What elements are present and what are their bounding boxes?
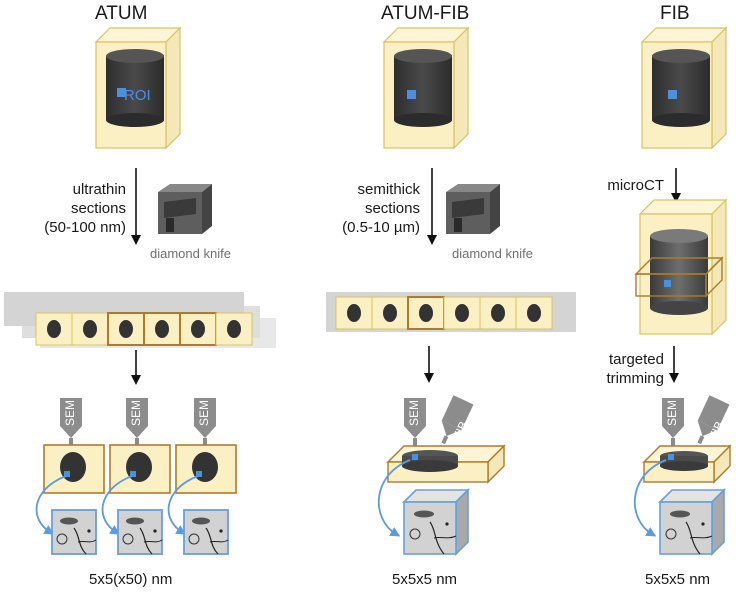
diamond-knife-label: diamond knife [150,246,231,261]
roi-marker [407,90,416,99]
column-title-fib: FIB [660,3,690,24]
em-image-tile [117,509,163,555]
sample-block-icon [641,27,727,149]
fib-step-trimming: targeted trimming [606,351,664,387]
fib-step-microct: microCT [607,177,664,194]
sample-block-icon [383,27,469,149]
em-image-tile [183,509,229,555]
sem-label: SEM [665,399,679,426]
sem-label: SEM [63,399,77,426]
sem-label: SEM [197,399,211,426]
em-volume-icon [403,489,469,555]
resolution-fib: 5x5x5 nm [645,571,711,588]
column-title-atum: ATUM [95,3,148,24]
fib-column-icon [689,395,730,449]
diamond-knife-icon [446,184,500,234]
resolution-atum: 5x5(x50) nm [89,571,173,588]
atumfib-section-row [335,296,553,330]
em-volume-icon [659,489,725,555]
resolution-atum-fib: 5x5x5 nm [392,571,458,588]
atum-step-label: ultrathin sections (50-100 nm) [44,181,126,236]
diamond-knife-label: diamond knife [452,246,533,261]
atum-section-row [35,312,253,346]
roi-label: ROI [124,87,151,104]
roi-marker [668,90,677,99]
atumfib-step-label: semithick sections (0.5-10 µm) [342,181,420,236]
microct-block [634,198,728,336]
column-title-atum-fib: ATUM-FIB [381,3,470,24]
em-image-tile [51,509,97,555]
roi-marker [117,88,126,97]
sem-label: SEM [407,399,421,426]
fib-column-icon [433,395,474,449]
sem-label: SEM [129,399,143,426]
diamond-knife-icon [158,184,212,234]
